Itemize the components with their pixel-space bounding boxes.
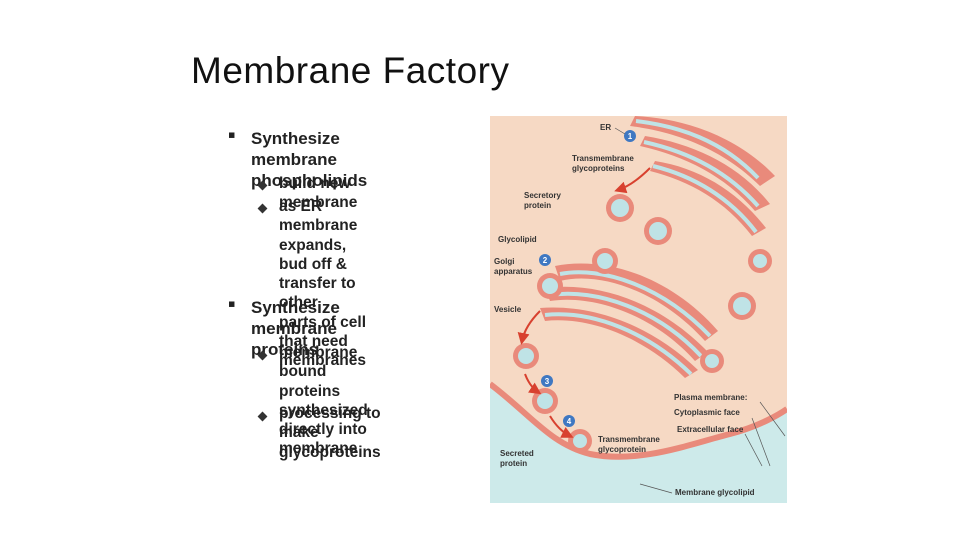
label-secreted-protein-2: protein: [500, 459, 527, 468]
extracellular-space: [490, 386, 787, 503]
sub-bullet-1-2-line-3: transfer to other: [279, 275, 356, 312]
step-4-circle: [563, 415, 575, 427]
sub-bullet-2-1-line-3: directly into membrane: [279, 421, 367, 458]
cell-diagram: 1 2 3 4 ER Transmembrane glycoproteins S…: [488, 116, 789, 503]
membrane-factory-figure: 1 2 3 4 ER Transmembrane glycoproteins S…: [488, 116, 789, 503]
label-membrane-glycolipid: Membrane glycolipid: [675, 488, 755, 497]
sub-bullet-1-2-line-2: expands, bud off &: [279, 236, 348, 273]
label-extracellular-face: Extracellular face: [677, 425, 744, 434]
bullet-2-line-1: Synthesize membrane: [251, 298, 340, 338]
step-4-number: 4: [567, 417, 572, 426]
diamond-bullet-icon: [257, 203, 268, 214]
sub-bullet-2-2-line-1: processing to make: [279, 405, 381, 442]
vesicles: [513, 194, 772, 453]
bullet-2-text: Synthesize membrane proteins: [251, 297, 340, 360]
step-2-circle: [539, 254, 551, 266]
label-secreted-protein-1: Secreted: [500, 449, 534, 458]
bullet-1-text: Synthesize membrane phospholipids: [251, 128, 367, 191]
golgi-apparatus: [540, 263, 718, 378]
label-golgi-1: Golgi: [494, 257, 514, 266]
label-transmembrane-glycoproteins-2: glycoproteins: [572, 164, 625, 173]
bullet-1-line-2: phospholipids: [251, 171, 368, 190]
figure-labels: ER Transmembrane glycoproteins Secretory…: [494, 123, 755, 497]
label-er: ER: [600, 123, 611, 132]
step-3-number: 3: [545, 377, 550, 386]
transport-arrows: [517, 167, 651, 438]
sub-bullet-2-2: processing to make glycoproteins: [279, 404, 381, 462]
label-secretory-protein-2: protein: [524, 201, 551, 210]
label-transmembrane-glycoprotein-2: glycoprotein: [598, 445, 646, 454]
sub-bullet-1-2: as ER membrane expands, bud off & transf…: [279, 197, 366, 371]
step-2-number: 2: [543, 256, 548, 265]
step-markers: 1 2 3 4: [539, 130, 636, 427]
bullet-2-line-2: proteins: [251, 340, 319, 359]
diamond-bullet-icon: [257, 411, 268, 422]
sub-bullet-2-1: membrane bound proteins synthesized dire…: [279, 343, 368, 459]
sub-bullet-1-1: build new membrane: [279, 174, 357, 213]
square-bullet-icon: ▪: [228, 128, 236, 141]
label-golgi-2: apparatus: [494, 267, 533, 276]
leader-lines: [614, 127, 786, 494]
sub-bullet-1-2-line-1: as ER membrane: [279, 198, 358, 235]
sub-bullet-1-2-line-4: parts of cell that need: [279, 313, 366, 351]
sub-bullet-1-2-line-5: membranes: [279, 352, 367, 370]
label-glycolipid: Glycolipid: [498, 235, 537, 244]
label-transmembrane-glycoprotein-1: Transmembrane: [598, 435, 660, 444]
label-secretory-protein-1: Secretory: [524, 191, 561, 200]
label-cytoplasmic-face: Cytoplasmic face: [674, 408, 740, 417]
label-plasma-membrane: Plasma membrane:: [674, 393, 747, 402]
step-1-circle: [624, 130, 636, 142]
label-transmembrane-glycoproteins-1: Transmembrane: [572, 154, 634, 163]
sub-bullet-2-2-line-2: glycoproteins: [279, 443, 381, 461]
sub-bullet-2-1-line-2: proteins synthesized: [279, 382, 368, 419]
label-vesicle: Vesicle: [494, 305, 522, 314]
sub-bullet-1-1-line-1: build new membrane: [279, 175, 358, 212]
bullet-1-line-1: Synthesize membrane: [251, 129, 340, 169]
step-3-circle: [541, 375, 553, 387]
slide-title: Membrane Factory: [191, 50, 510, 91]
sub-bullet-2-1-line-1: membrane bound: [279, 344, 358, 381]
step-1-number: 1: [628, 132, 633, 141]
square-bullet-icon: ▪: [228, 297, 236, 310]
er-cisternae: [630, 116, 775, 236]
